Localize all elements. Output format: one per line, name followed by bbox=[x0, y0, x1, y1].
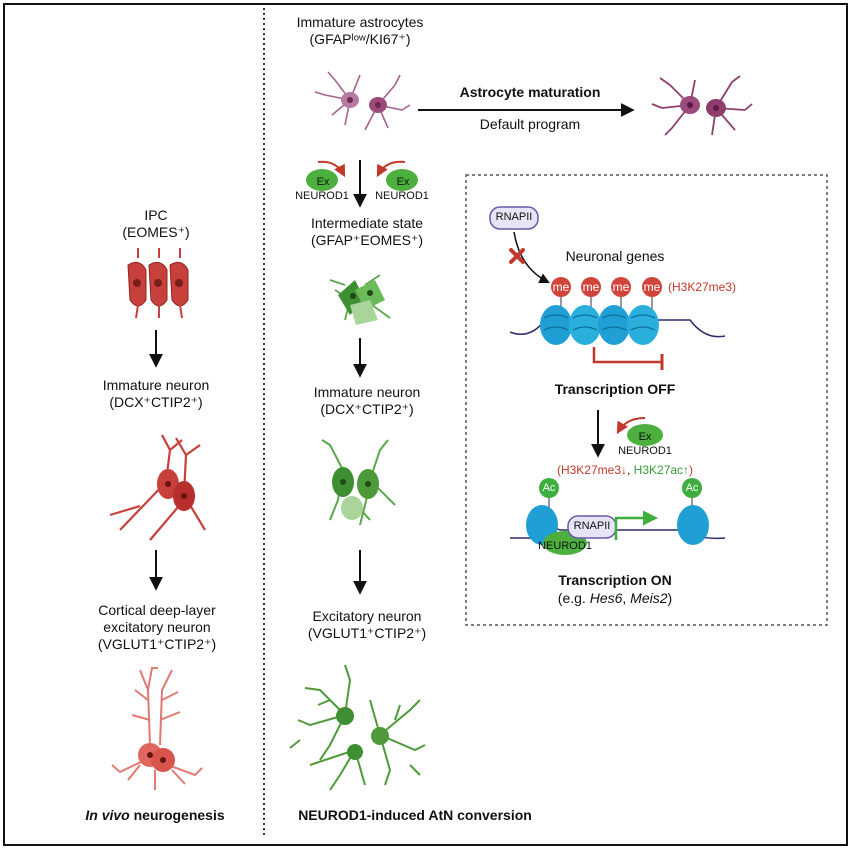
neurod1-blob-box bbox=[627, 424, 663, 446]
deep-line2: excitatory neuron bbox=[103, 619, 211, 635]
ipc-label: IPC (EOMES⁺) bbox=[96, 207, 216, 241]
left-footer-rest: neurogenesis bbox=[129, 807, 225, 823]
blocked-rnap-arrow bbox=[513, 231, 550, 283]
ex-box: Ex bbox=[638, 431, 652, 443]
me-label-4: me bbox=[643, 280, 661, 294]
me-label-2: me bbox=[582, 280, 600, 294]
neurod1-box: NEUROD1 bbox=[618, 445, 672, 457]
maturation-sub: Default program bbox=[479, 116, 581, 132]
transcription-start-arrow bbox=[614, 510, 658, 540]
neurod1-box-arrow bbox=[616, 417, 646, 435]
h3k27me3-label: (H3K27me3) bbox=[667, 280, 737, 294]
deep-layer-label: Cortical deep-layer excitatory neuron (V… bbox=[60, 602, 254, 653]
ipc-marker: (EOMES⁺) bbox=[122, 224, 190, 240]
me-tags bbox=[551, 277, 662, 312]
repression-bracket bbox=[592, 347, 662, 364]
left-immature-name: Immature neuron bbox=[102, 377, 210, 393]
red-immature-neuron bbox=[109, 434, 206, 541]
left-footer: In vivo neurogenesis bbox=[40, 807, 270, 824]
eg-prefix: (e.g. bbox=[557, 590, 590, 606]
histone-marks: (H3K27me3↓, H3K27ac↑) bbox=[525, 462, 725, 479]
mature-astrocytes bbox=[651, 75, 753, 136]
mid-footer: NEUROD1-induced AtN conversion bbox=[298, 807, 532, 823]
neurod1-bottom-label: NEUROD1 bbox=[538, 540, 592, 552]
neurod1-blob-left bbox=[306, 160, 346, 191]
intermediate-cells bbox=[329, 274, 391, 325]
left-footer-italic: In vivo bbox=[85, 807, 130, 823]
ex-left: Ex bbox=[316, 176, 330, 188]
me-label-1: me bbox=[552, 280, 570, 294]
marks-open: ( bbox=[556, 463, 561, 477]
gene-examples: (e.g. Hes6, Meis2) bbox=[520, 590, 710, 607]
transcription-off: Transcription OFF bbox=[554, 381, 676, 397]
gene-meis2: Meis2 bbox=[630, 590, 668, 606]
nucleosomes-top bbox=[540, 305, 659, 345]
deep-marker: (VGLUT1⁺CTIP2⁺) bbox=[97, 636, 217, 652]
rnap-pill-top bbox=[489, 206, 539, 230]
neurod1-blob-right bbox=[376, 160, 418, 191]
green-excitatory-neurons bbox=[289, 664, 426, 791]
mid-immature-name: Immature neuron bbox=[313, 384, 421, 400]
astro-marker: (GFAPˡᵒʷ/KI67⁺) bbox=[309, 31, 411, 47]
gene-hes6: Hes6 bbox=[589, 590, 623, 606]
left-immature-label: Immature neuron (DCX⁺CTIP2⁺) bbox=[66, 377, 246, 411]
intermediate-name: Intermediate state bbox=[310, 215, 424, 231]
intermediate-marker: (GFAP⁺EOMES⁺) bbox=[310, 232, 423, 248]
astro-name: Immature astrocytes bbox=[296, 14, 424, 30]
marks-sep: , bbox=[627, 463, 634, 477]
marks-close: ) bbox=[689, 463, 694, 477]
mid-immature-marker: (DCX⁺CTIP2⁺) bbox=[320, 401, 414, 417]
mark-up: H3K27ac↑ bbox=[633, 463, 690, 477]
mechanism-box bbox=[465, 174, 828, 626]
excitatory-label: Excitatory neuron (VGLUT1⁺CTIP2⁺) bbox=[282, 608, 452, 642]
nucleosome-right bbox=[677, 505, 709, 545]
mark-down: H3K27me3↓ bbox=[560, 463, 627, 477]
red-pyramidal-neuron bbox=[111, 667, 203, 790]
eg-suffix: ) bbox=[667, 590, 673, 606]
block-cross-icon bbox=[509, 248, 525, 264]
figure-border bbox=[3, 3, 848, 846]
excitatory-name: Excitatory neuron bbox=[312, 608, 422, 624]
me-label-3: me bbox=[612, 280, 630, 294]
ex-right: Ex bbox=[396, 176, 410, 188]
transcription-on: Transcription ON bbox=[558, 572, 672, 588]
immature-astrocytes bbox=[314, 71, 411, 131]
ac-label-left: Ac bbox=[542, 482, 556, 494]
rnap-bottom-label: RNAPII bbox=[573, 520, 611, 532]
ipc-cells bbox=[127, 248, 189, 319]
left-immature-marker: (DCX⁺CTIP2⁺) bbox=[109, 394, 203, 410]
ac-tags bbox=[539, 478, 702, 510]
rnap-top-label: RNAPII bbox=[495, 211, 533, 223]
mid-immature-label: Immature neuron (DCX⁺CTIP2⁺) bbox=[282, 384, 452, 418]
astro-label: Immature astrocytes (GFAPˡᵒʷ/KI67⁺) bbox=[275, 14, 445, 48]
deep-line1: Cortical deep-layer bbox=[98, 602, 216, 618]
eg-sep: , bbox=[622, 590, 631, 606]
neurod1-left: NEUROD1 bbox=[295, 190, 349, 202]
green-immature-neurons bbox=[321, 439, 396, 526]
neurod1-right: NEUROD1 bbox=[375, 190, 429, 202]
neuronal-genes-label: Neuronal genes bbox=[565, 248, 665, 264]
ac-label-right: Ac bbox=[685, 482, 699, 494]
ipc-name: IPC bbox=[144, 207, 168, 223]
intermediate-label: Intermediate state (GFAP⁺EOMES⁺) bbox=[282, 215, 452, 249]
maturation-title: Astrocyte maturation bbox=[459, 84, 601, 100]
excitatory-marker: (VGLUT1⁺CTIP2⁺) bbox=[307, 625, 427, 641]
